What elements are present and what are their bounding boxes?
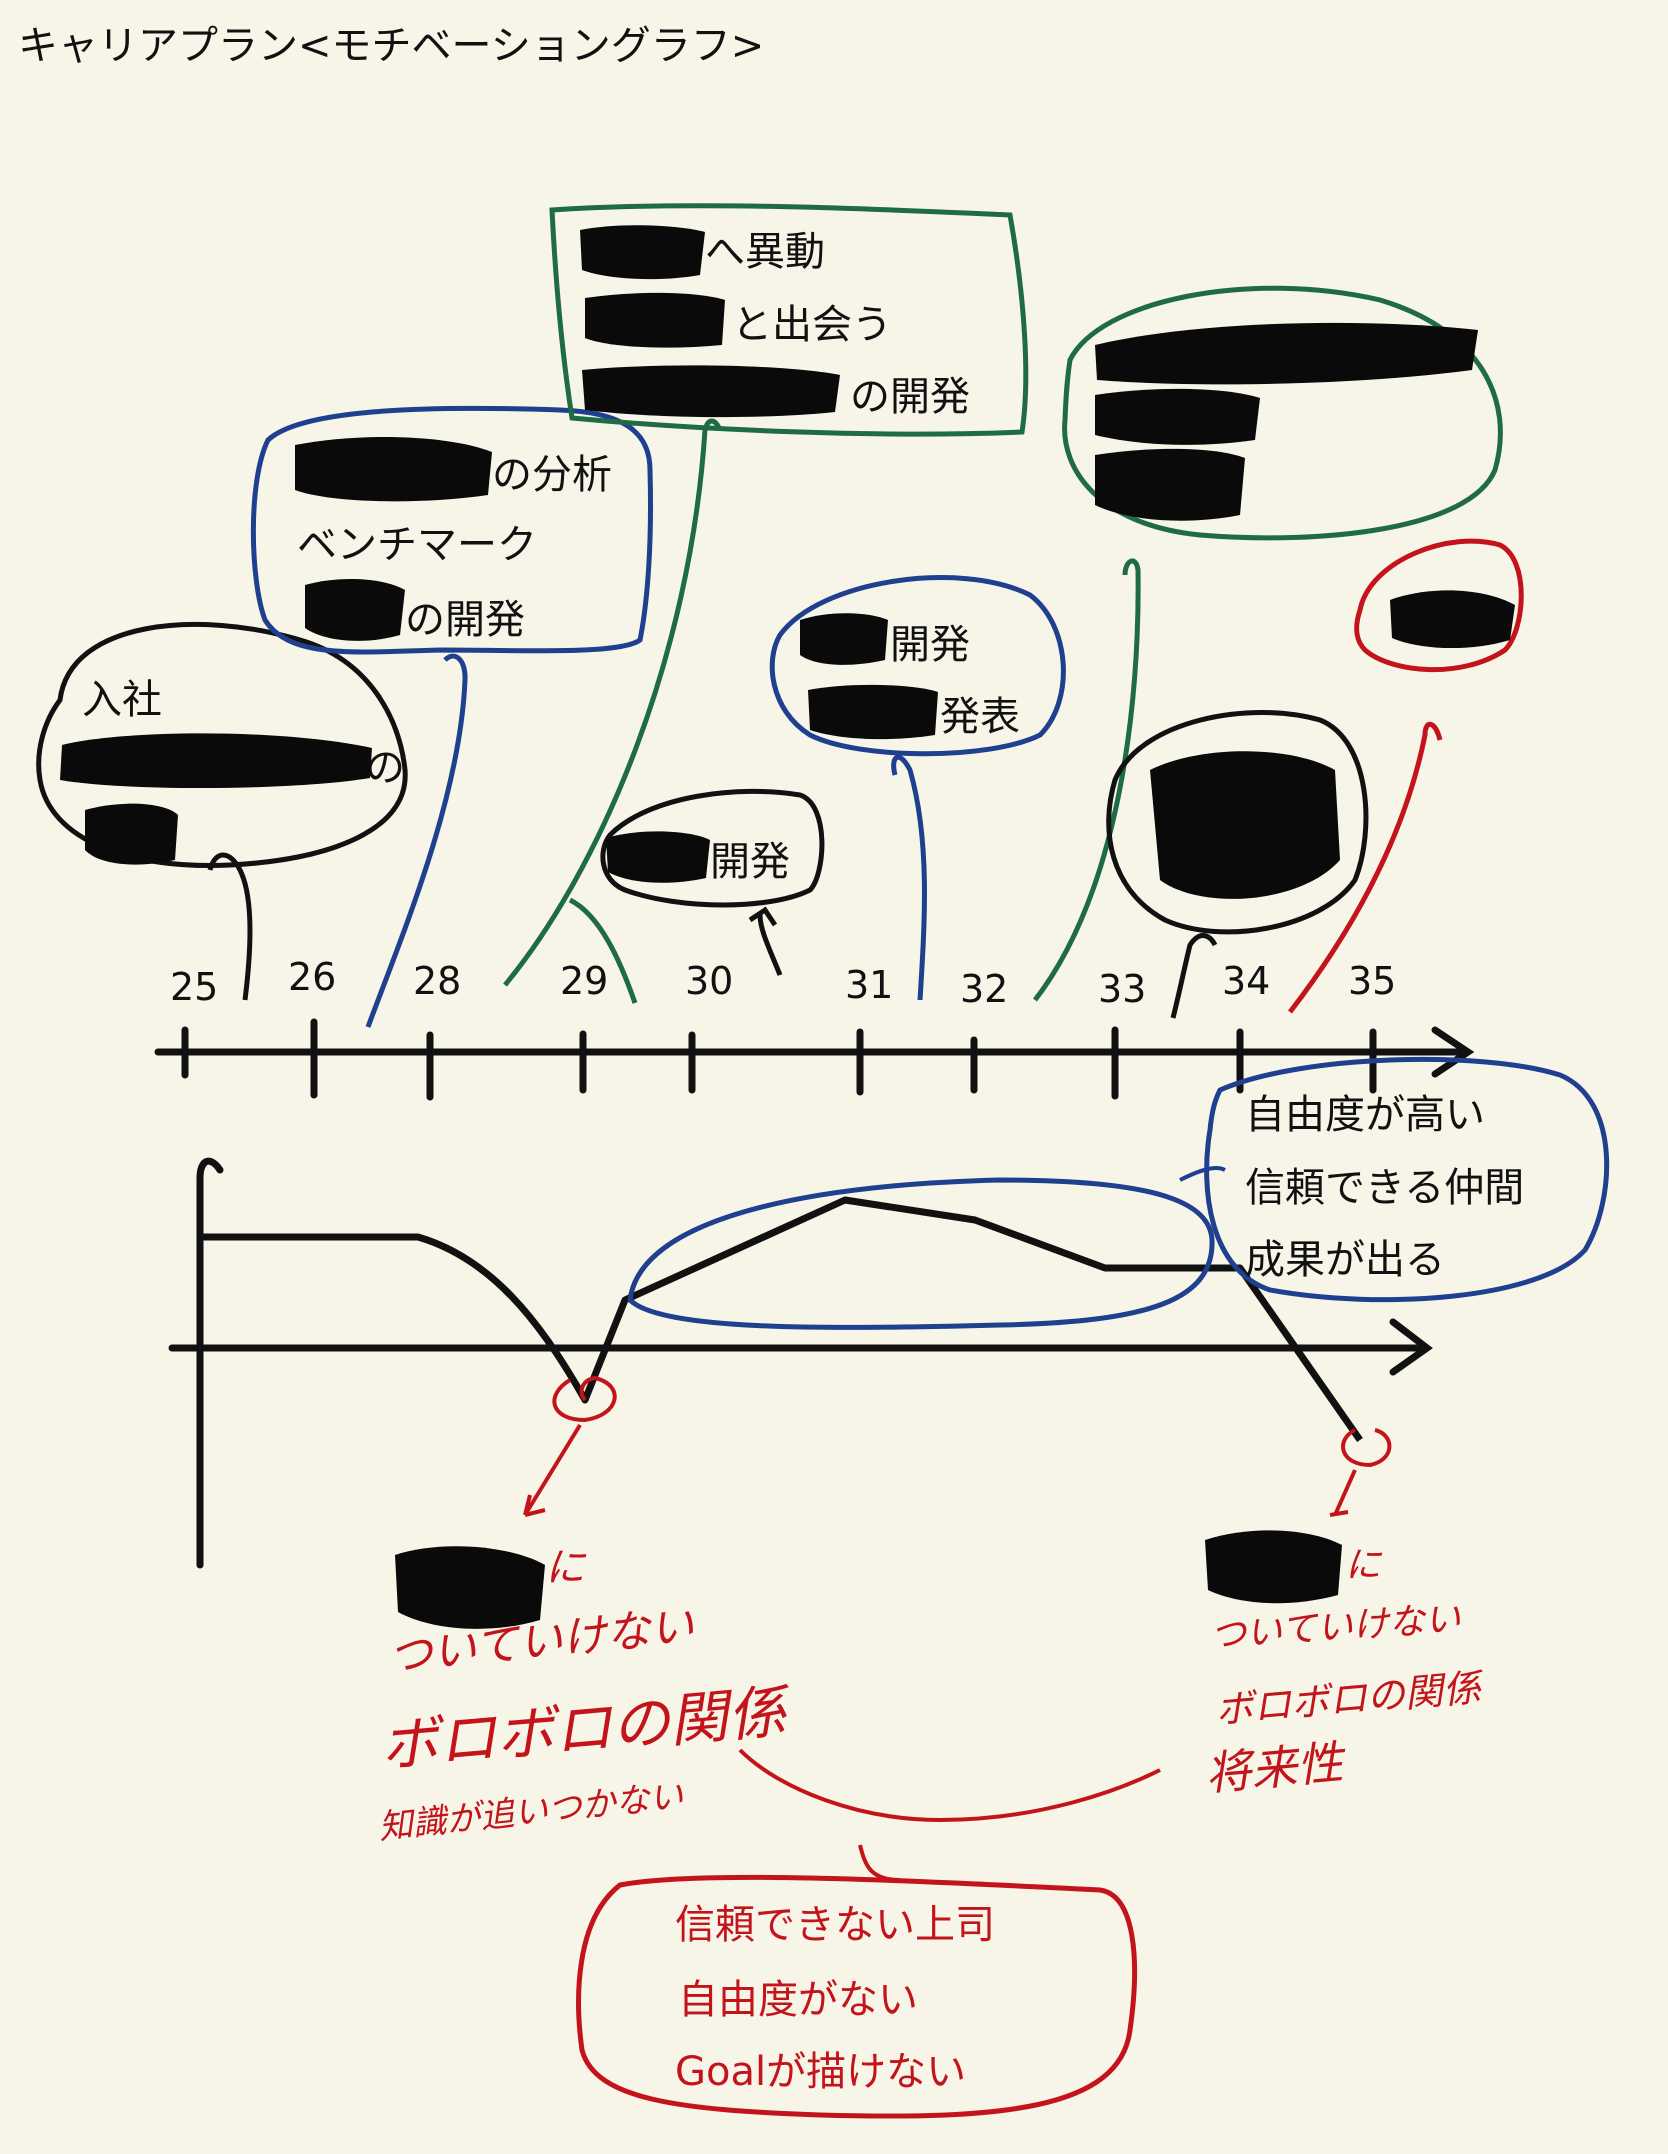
age-label: 26 — [288, 955, 337, 999]
redaction-scribble — [1095, 448, 1245, 521]
low-left-line: に — [545, 1545, 585, 1591]
event-28-line: の分析 — [492, 452, 612, 498]
redaction-scribble — [1150, 751, 1340, 899]
high-points-bubble — [1204, 1056, 1610, 1303]
low-summary-line: Goalが描けない — [675, 2049, 967, 2095]
event-bubble-32 — [1062, 285, 1503, 541]
event-arrow-31 — [891, 755, 927, 1001]
event-28-line: の開発 — [405, 597, 525, 643]
low-summary-box — [576, 1874, 1138, 2119]
event-29-line: へ異動 — [705, 229, 825, 275]
redaction-scribble — [800, 613, 888, 665]
redaction-scribble — [808, 684, 938, 740]
low-right-line: に — [1345, 1545, 1382, 1586]
age-label: 31 — [845, 963, 894, 1007]
low-summary-line: 自由度がない — [678, 1977, 918, 2023]
redaction-scribble — [1095, 388, 1260, 445]
redaction-scribble — [295, 436, 492, 502]
age-label: 35 — [1348, 959, 1397, 1003]
redaction-scribble — [585, 292, 725, 348]
redaction-scribble — [305, 578, 405, 641]
event-box-28 — [250, 405, 653, 655]
event-25-line: の — [365, 745, 405, 791]
event-bubble-31 — [769, 575, 1066, 757]
timeline-axis — [154, 1018, 1475, 1101]
event-arrow-29 — [503, 418, 723, 1004]
age-label: 28 — [413, 959, 462, 1003]
event-arrow-30 — [748, 906, 783, 976]
event-25-line: 入社 — [82, 677, 162, 723]
low-marker-left — [523, 1375, 617, 1517]
redaction-scribble — [606, 831, 710, 883]
age-label: 33 — [1098, 967, 1147, 1011]
age-label: 30 — [685, 959, 734, 1003]
event-arrow-25 — [207, 852, 253, 1001]
high-point: 信頼できる仲間 — [1245, 1165, 1525, 1211]
event-bubble-35 — [1354, 538, 1524, 673]
event-29-line: の開発 — [850, 374, 970, 420]
redaction-scribble — [1390, 590, 1515, 649]
event-box-29 — [549, 203, 1029, 437]
high-segment-loop — [627, 1177, 1215, 1330]
event-30-line: 開発 — [710, 839, 790, 885]
event-31-line: 開発 — [890, 622, 970, 668]
redaction-scribble — [582, 365, 840, 418]
event-28-line: ベンチマーク — [297, 522, 537, 568]
age-label: 32 — [960, 967, 1009, 1011]
high-segment-arrow — [1179, 1166, 1226, 1182]
event-bubble-25 — [36, 621, 408, 869]
event-arrow-32 — [1033, 558, 1141, 1002]
motivation-line — [200, 1196, 1363, 1443]
age-label: 34 — [1222, 959, 1271, 1003]
redaction-scribble — [580, 225, 705, 280]
age-label: 29 — [560, 959, 609, 1003]
redaction-scribble — [60, 733, 372, 789]
low-marker-right — [1329, 1428, 1392, 1517]
event-29-line: と出会う — [732, 302, 892, 348]
low-summary-line: 信頼できない上司 — [675, 1902, 995, 1948]
event-bubble-33 — [1106, 710, 1369, 935]
event-arrow-33 — [1170, 933, 1218, 1019]
redaction-scribble — [1095, 322, 1478, 385]
event-arrow-28 — [365, 653, 468, 1028]
motivation-axes — [168, 1157, 1433, 1569]
age-label: 25 — [170, 965, 219, 1009]
high-point: 自由度が高い — [1245, 1092, 1485, 1138]
event-arrow-35 — [1288, 721, 1443, 1014]
high-point: 成果が出る — [1245, 1237, 1445, 1283]
redaction-scribble — [85, 803, 178, 865]
event-bubble-30 — [600, 788, 825, 908]
redaction-scribble — [395, 1546, 545, 1629]
redaction-scribble — [1205, 1530, 1342, 1604]
event-31-line: 発表 — [940, 694, 1020, 740]
page-title: キャリアプラン<モチベーショングラフ> — [18, 23, 765, 69]
